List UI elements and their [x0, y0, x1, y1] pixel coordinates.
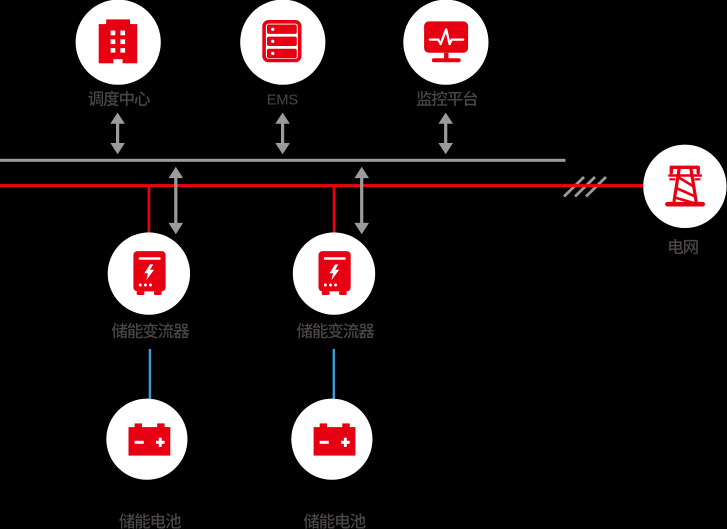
svg-text:EMS: EMS [267, 93, 298, 109]
